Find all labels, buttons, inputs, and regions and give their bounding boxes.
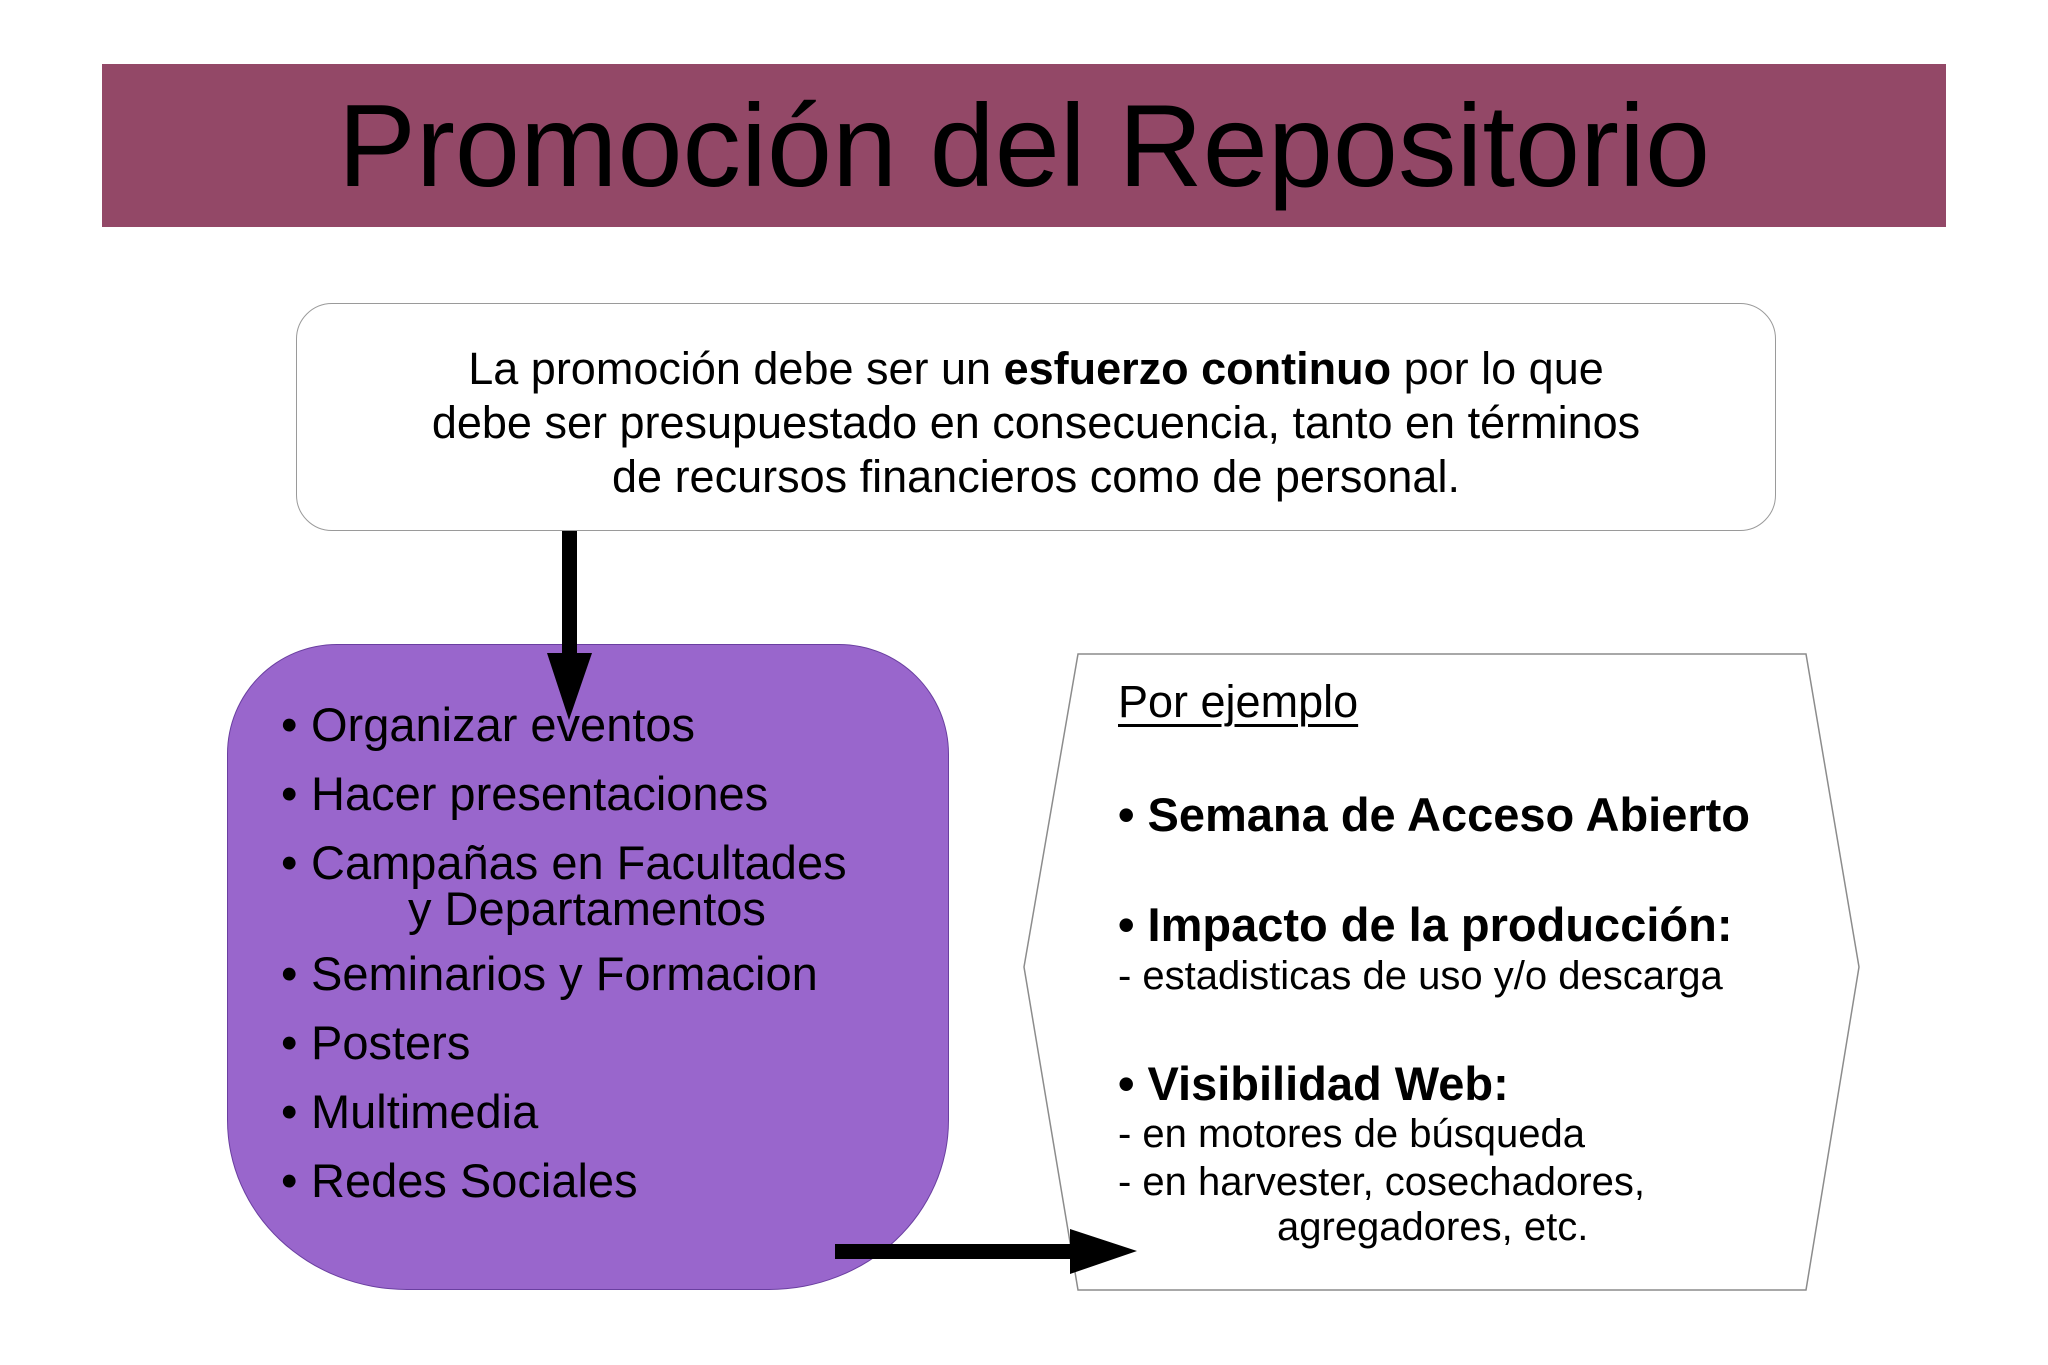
- example-item-open-access-week: • Semana de Acceso Abierto: [1118, 788, 1751, 841]
- activity-label: Campañas en Facultades: [311, 836, 847, 889]
- activity-item: Multimedia: [281, 1077, 847, 1146]
- example-detail: agregadores, etc.: [1277, 1205, 1589, 1249]
- example-detail: - en motores de búsqueda: [1118, 1112, 1585, 1156]
- examples-heading: Por ejemplo: [1118, 676, 1359, 727]
- example-detail: - en harvester, cosechadores,: [1118, 1160, 1645, 1204]
- activity-label: Organizar eventos: [311, 698, 696, 751]
- statement-line-1-start: La promoción debe ser un: [468, 343, 1004, 394]
- activity-label: Redes Sociales: [311, 1154, 638, 1207]
- activity-item: Hacer presentaciones: [281, 759, 847, 828]
- activities-list: Organizar eventos Hacer presentaciones C…: [281, 690, 847, 1215]
- example-item-web-visibility: • Visibilidad Web:: [1118, 1057, 1509, 1110]
- statement-box: La promoción debe ser un esfuerzo contin…: [296, 303, 1776, 531]
- activity-label: Seminarios y Formacion: [311, 947, 818, 1000]
- activity-item: Seminarios y Formacion: [281, 939, 847, 1008]
- activities-box: Organizar eventos Hacer presentaciones C…: [227, 644, 949, 1290]
- statement-text: La promoción debe ser un esfuerzo contin…: [297, 342, 1775, 504]
- title-bar: Promoción del Repositorio: [102, 64, 1946, 227]
- activity-label: Multimedia: [311, 1085, 539, 1138]
- activity-item: Posters: [281, 1008, 847, 1077]
- slide-title: Promoción del Repositorio: [337, 80, 1711, 211]
- example-item-impact: • Impacto de la producción:: [1118, 898, 1733, 951]
- statement-line-2: debe ser presupuestado en consecuencia, …: [431, 397, 1641, 448]
- activity-item: Organizar eventos: [281, 690, 847, 759]
- statement-line-1-end: por lo que: [1391, 343, 1604, 394]
- activity-item: Redes Sociales: [281, 1146, 847, 1215]
- statement-line-1: La promoción debe ser un esfuerzo contin…: [297, 342, 1775, 396]
- statement-emphasis: esfuerzo continuo: [1003, 343, 1392, 394]
- examples-hexagon: [1023, 653, 1860, 1291]
- example-detail: - estadisticas de uso y/o descarga: [1118, 954, 1723, 998]
- statement-line-3: de recursos financieros como de personal…: [612, 451, 1460, 502]
- activity-label: Hacer presentaciones: [311, 767, 769, 820]
- activity-label: Posters: [311, 1016, 471, 1069]
- activity-label-continuation: y Departamentos: [408, 882, 766, 935]
